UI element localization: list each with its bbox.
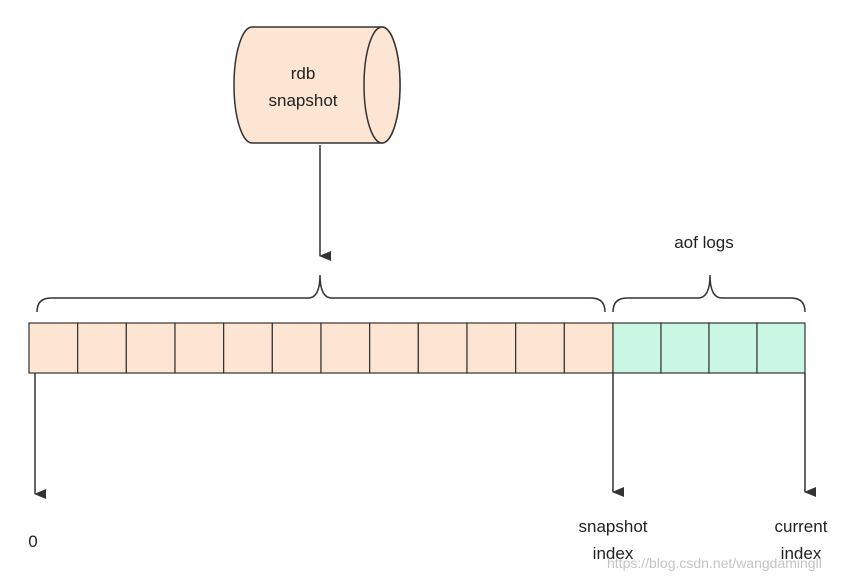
snapshot-log-cell (223, 322, 273, 374)
aof-log-cell (756, 322, 806, 374)
cylinder-label-rdb: rdb (291, 64, 316, 83)
log-cells (28, 322, 806, 374)
snapshot-log-cell (125, 322, 176, 374)
aof-log-cell (612, 322, 662, 374)
current-index-label-line1: current (775, 517, 828, 536)
snapshot-log-cell (369, 322, 419, 374)
snapshot-log-cell (271, 322, 322, 374)
snapshot-log-cell (77, 322, 127, 374)
aof-log-cell (708, 322, 758, 374)
watermark-text: https://blog.csdn.net/wangdamingll (607, 555, 822, 571)
aof-logs-label: aof logs (674, 233, 734, 252)
snapshot-log-cell (515, 322, 565, 374)
zero-index-label: 0 (28, 532, 37, 551)
current-index-label-line2: index (781, 544, 822, 563)
aof-log-cell (660, 322, 710, 374)
snapshot-log-cell (320, 322, 371, 374)
snapshot-index-label-line2: index (593, 544, 634, 563)
snapshot-log-cell (563, 322, 614, 374)
snapshot-log-cell (28, 322, 79, 374)
snapshot-log-cell (174, 322, 225, 374)
rdb-snapshot-cylinder: rdb snapshot (233, 26, 401, 144)
cylinder-end-cap (363, 26, 401, 144)
snapshot-log-cell (466, 322, 517, 374)
snapshot-log-cell (417, 322, 468, 374)
cylinder-label-snapshot: snapshot (269, 91, 338, 110)
snapshot-index-label-line1: snapshot (579, 517, 648, 536)
snapshot-brace (36, 274, 606, 313)
aof-brace (612, 274, 806, 313)
